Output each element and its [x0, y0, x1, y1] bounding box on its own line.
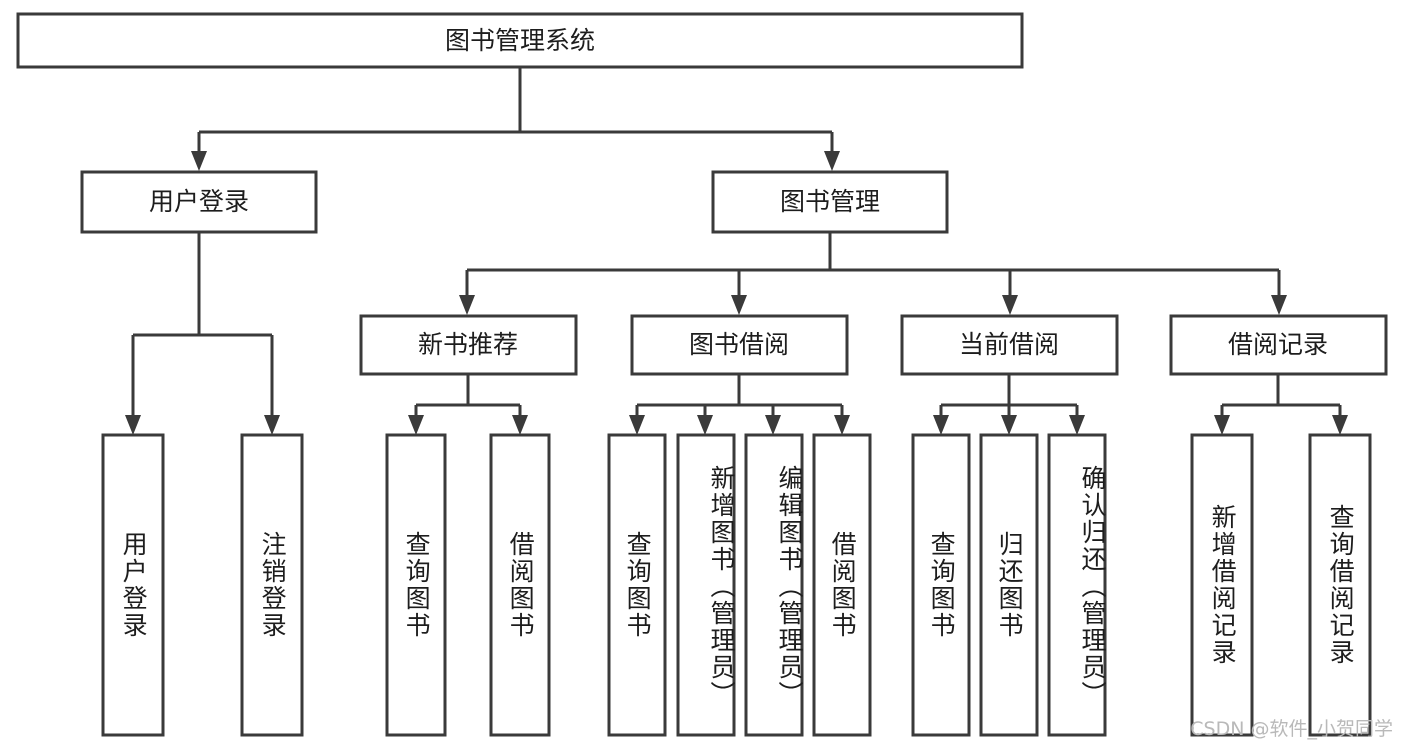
node-new-book-recommend[interactable]: 新书推荐 [359, 314, 578, 376]
leaf-box-add-book[interactable] [676, 433, 736, 737]
arrow-to-book-borrow [731, 295, 747, 315]
connector-current-borrow-to-leaves [933, 374, 1085, 435]
arrow-to-leaf-logout-login [264, 415, 280, 435]
node-current-borrow-label: 当前借阅 [959, 330, 1059, 359]
arrow-to-leaf-query-record [1332, 415, 1348, 435]
arrow-to-user-login [191, 151, 207, 171]
arrow-to-leaf-confirm-return [1069, 415, 1085, 435]
leaf-box-query-book-3[interactable] [911, 433, 971, 737]
node-book-borrow-label: 图书借阅 [689, 330, 789, 359]
node-book-manage-label: 图书管理 [780, 187, 880, 216]
node-borrow-record[interactable]: 借阅记录 [1169, 314, 1388, 376]
leaf-box-query-book-2[interactable] [607, 433, 667, 737]
leaf-box-borrow-book-1[interactable] [489, 433, 551, 737]
arrow-to-book-manage [824, 151, 840, 171]
connector-book-borrow-to-leaves [629, 374, 850, 435]
arrow-to-leaf-query-book-3 [933, 415, 949, 435]
arrow-to-borrow-record [1271, 295, 1287, 315]
arrow-to-leaf-return-book [1001, 415, 1017, 435]
leaf-box-user-login[interactable] [101, 433, 165, 737]
arrow-to-leaf-user-login [125, 415, 141, 435]
node-book-borrow[interactable]: 图书借阅 [630, 314, 849, 376]
connector-borrow-record-to-leaves [1214, 374, 1348, 435]
leaf-box-confirm-return[interactable] [1047, 433, 1107, 737]
arrow-to-leaf-add-record [1214, 415, 1230, 435]
arrow-to-leaf-add-book [697, 415, 713, 435]
node-root[interactable]: 图书管理系统 [16, 12, 1024, 69]
arrow-to-leaf-query-book-2 [629, 415, 645, 435]
arrow-to-new-book-recommend [459, 295, 475, 315]
node-borrow-record-label: 借阅记录 [1228, 330, 1328, 359]
leaf-box-edit-book[interactable] [744, 433, 804, 737]
leaf-box-borrow-book-2[interactable] [812, 433, 872, 737]
node-root-label: 图书管理系统 [445, 26, 595, 55]
leaf-box-return-book[interactable] [979, 433, 1039, 737]
leaf-box-add-record[interactable] [1190, 433, 1254, 737]
node-user-login-label: 用户登录 [149, 187, 249, 216]
leaf-box-query-record[interactable] [1308, 433, 1372, 737]
arrow-to-leaf-borrow-book-2 [834, 415, 850, 435]
node-current-borrow[interactable]: 当前借阅 [900, 314, 1119, 376]
arrow-to-current-borrow [1002, 295, 1018, 315]
node-user-login[interactable]: 用户登录 [80, 170, 318, 234]
connector-user-login-to-leaves [125, 232, 280, 435]
leaf-box-query-book-1[interactable] [385, 433, 447, 737]
node-new-book-recommend-label: 新书推荐 [418, 330, 518, 359]
connector-root-to-level2 [191, 67, 840, 171]
arrow-to-leaf-borrow-book-1 [512, 415, 528, 435]
arrow-to-leaf-query-book-1 [408, 415, 424, 435]
leaf-box-logout-login[interactable] [240, 433, 304, 737]
arrow-to-leaf-edit-book [765, 415, 781, 435]
connector-new-book-recommend-to-leaves [408, 374, 528, 435]
node-book-manage[interactable]: 图书管理 [711, 170, 949, 234]
connector-book-manage-to-level3 [459, 232, 1287, 315]
